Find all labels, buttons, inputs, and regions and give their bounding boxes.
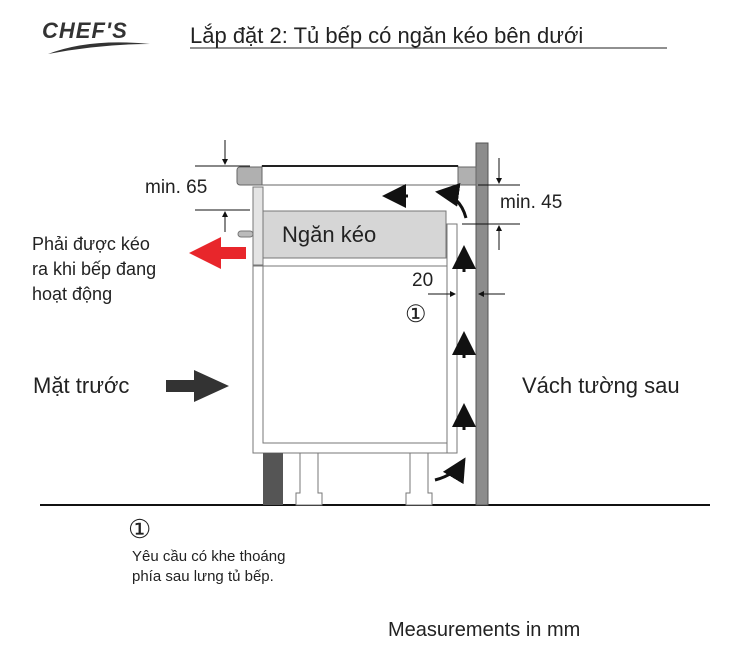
footnote-line: phía sau lưng tủ bếp. <box>132 568 274 585</box>
svg-text:CHEF'S: CHEF'S <box>42 18 128 43</box>
label-drawer: Ngăn kéo <box>282 222 377 247</box>
footnote-marker: ① <box>128 514 152 544</box>
label-back-wall: Vách tường sau <box>522 373 680 398</box>
back-wall <box>475 142 489 506</box>
chefs-logo: CHEF'S <box>42 18 150 54</box>
drawer-handle <box>237 230 254 238</box>
leg <box>295 452 323 506</box>
front-direction-arrow <box>166 370 229 402</box>
footnote: Yêu cầu có khe thoáng phía sau lưng tủ b… <box>132 547 285 587</box>
label-gap-20: 20 <box>412 270 434 291</box>
pull-note-line: hoạt động <box>32 284 113 304</box>
airflow-arrows <box>382 182 476 485</box>
dimension-45 <box>462 158 520 250</box>
label-front: Mặt trước <box>33 373 130 398</box>
drawer-front-panel <box>252 186 264 266</box>
label-min-65: min. 65 <box>145 177 208 198</box>
plinth <box>263 453 283 505</box>
label-marker-1: ① <box>405 301 427 328</box>
leg <box>405 452 433 506</box>
measurements-note: Measurements in mm <box>388 619 581 641</box>
hob <box>261 165 459 186</box>
drawer <box>262 210 447 259</box>
dimension-65 <box>195 140 250 232</box>
diagram-title: Lắp đặt 2: Tủ bếp có ngăn kéo bên dưới <box>190 23 584 48</box>
pull-out-arrow <box>189 237 246 269</box>
pull-note: Phải được kéo ra khi bếp đang hoạt động <box>32 232 156 307</box>
cabinet-back-panel <box>446 223 458 454</box>
pull-note-line: ra khi bếp đang <box>32 259 157 279</box>
label-min-45: min. 45 <box>500 192 563 213</box>
pull-note-line: Phải được kéo <box>32 234 150 254</box>
footnote-line: Yêu cầu có khe thoáng <box>132 548 286 565</box>
